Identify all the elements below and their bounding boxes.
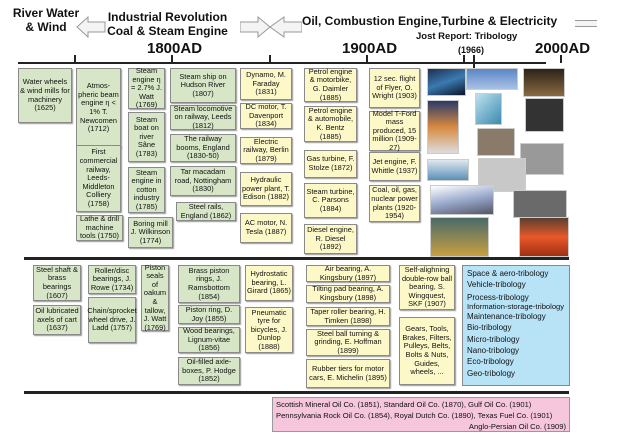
tribology-event-box: Steel ball turning & grinding, E. Hoffma…: [306, 329, 390, 356]
divider-line: [24, 391, 569, 394]
hard-disk-photo: [475, 93, 502, 125]
year-1900ad: 1900AD: [342, 40, 398, 57]
tribology-field: Space & aero-tribology: [467, 269, 549, 278]
event-box: Petrol engine & automobile, K. Bentz (18…: [304, 106, 357, 142]
tribology-field: Micro-tribology: [467, 334, 520, 344]
tribology-field: Geo-tribology: [467, 368, 516, 378]
oil-companies-line: Pennsylvania Rock Oil Co. (1854), Royal …: [276, 411, 553, 420]
tribology-event-box: Oil lubricated axels of cart (1637): [33, 305, 81, 335]
era-oil-combustion: Oil, Combustion Engine,Turbine & Electri…: [302, 14, 558, 28]
airplane-photo: [466, 68, 518, 90]
axis-tick: [269, 55, 271, 63]
event-box: Gas turbine, F. Stolze (1872): [304, 150, 357, 178]
jost-report-year: (1966): [458, 45, 485, 55]
axis-tick: [171, 55, 173, 63]
event-box: Steam engine η = 2.7% J. Watt (1769): [128, 66, 165, 109]
tribology-event-box: Hydrostatic bearing, L. Girard (1865): [245, 265, 293, 301]
event-box: First commercial railway, Leeds-Middleto…: [76, 145, 121, 212]
tribology-field: Bio-tribology: [467, 323, 512, 333]
tribology-field: Vehicle-tribology: [467, 280, 526, 290]
event-box: DC motor, T. Davenport (1834): [240, 102, 292, 129]
axis-tick: [560, 55, 562, 63]
axis-tick: [463, 55, 465, 63]
gear-mechanism-photo: [477, 128, 515, 156]
rocket-launch-photo: [427, 100, 459, 154]
event-box: Model T-Ford mass produced, 15 million (…: [369, 109, 420, 152]
tribology-field: Information-storage-tribology: [467, 301, 565, 311]
cruise-ship-photo: [430, 185, 494, 215]
event-box: Electric railway, Berlin (1879): [240, 137, 292, 164]
event-box: Steam locomotive on railway, Leeds (1812…: [170, 104, 236, 130]
year-2000ad: 2000AD: [535, 40, 591, 57]
event-box: 12 sec. flight of Flyer, O. Wright (1903…: [369, 68, 420, 108]
era-title: Industrial Revolution: [107, 10, 228, 24]
axis-tick: [74, 55, 76, 63]
event-box: Atmos-pheric beam engine η < 1% T. Newco…: [76, 68, 121, 148]
divider-line: [24, 257, 569, 260]
jost-report-label: Jost Report: Tribology: [416, 31, 518, 42]
tribology-field: Process-tribology: [467, 292, 529, 302]
engine-part-photo: [520, 143, 564, 175]
event-box: AC motor, N. Tesla (1887): [240, 213, 292, 243]
space-station-photo: [523, 68, 565, 97]
steel-mill-photo: [519, 217, 569, 257]
arrow-down-icon: [473, 55, 475, 69]
tribology-event-box: Oil-filled axle-boxes, P. Hodge (1852): [178, 357, 240, 385]
event-box: Hydraulic power plant, T. Edison (1882): [240, 172, 292, 206]
event-box: The railway booms, England (1830-50): [170, 134, 236, 162]
tribology-field: Eco-tribology: [467, 357, 514, 367]
tribology-field: Nano-tribology: [467, 346, 520, 356]
event-box: Dynamo, M. Faraday (1831): [240, 68, 292, 100]
tribology-event-box: Roller/disc bearings, J. Rowe (1734): [88, 265, 136, 294]
tribology-event-box: Air bearing, A. Kingsbury (1897): [306, 264, 390, 282]
event-box: Water wheels & wind mills for machinery …: [18, 68, 72, 123]
factory-robot-photo: [430, 217, 489, 257]
tribology-field: Maintenance-tribology: [467, 311, 546, 321]
tribology-event-box: Rubber tiers for motor cars, E. Michelin…: [306, 359, 390, 388]
tribology-event-box: Piston seals of oakum & tallow, J. Watt …: [141, 263, 169, 332]
arrows-converging-icon: [240, 16, 302, 38]
event-box: Tar macadam road, Nottingham (1830): [170, 166, 236, 196]
arrow-left-icon: [76, 16, 106, 38]
satellite-photo: [427, 68, 466, 96]
tribology-event-box: Brass piston rings, J. Ramsbottom (1854): [178, 265, 240, 303]
bullet-train-photo: [427, 159, 469, 181]
year-1800ad: 1800AD: [147, 40, 203, 57]
event-box: Steel rails, England (1862): [176, 202, 236, 221]
event-box: Diesel engine, R. Diesel (1892): [304, 224, 357, 254]
modern-tribology-fields: Space & aero-tribology Vehicle-tribology…: [462, 265, 570, 386]
axis-tick: [366, 55, 368, 63]
tribology-event-box: Piston ring, D. Joy (1855): [178, 305, 240, 324]
oil-companies-line: Anglo-Persian Oil Co. (1909): [468, 422, 566, 431]
timeline-axis: [18, 62, 546, 64]
arrow-tail-icon: [575, 20, 597, 27]
event-box: Coal, oil, gas, nuclear power plants (19…: [369, 185, 420, 222]
tribology-event-box: Pneumatic tyre for bicycles, J. Dunlop (…: [245, 307, 293, 353]
tribology-event-box: Tilting pad bearing, A. Kingsbury (1898): [306, 285, 390, 303]
event-box: Steam ship on Hudson River (1807): [170, 68, 236, 103]
tribology-event-box: Self-alighning double-row ball bearing, …: [399, 265, 455, 310]
era-river-water-wind: River Water & Wind: [12, 6, 80, 34]
camera-photo: [525, 98, 564, 132]
car-photo: [513, 190, 567, 218]
tribology-event-box: Wood bearings, Lignum-vitae (1856): [178, 326, 240, 353]
oil-companies-line: Scottish Mineral Oil Co. (1851), Standar…: [276, 400, 532, 409]
event-box: Steam engine in cotton industry (1785): [128, 167, 165, 213]
event-box: Petrol engine & motorbike, G. Daimler (1…: [304, 67, 357, 102]
event-box: Jet engine, F. Whittle (1937): [369, 152, 420, 181]
tribology-event-box: Chain/sprocket wheel drive, J. Ladd (175…: [87, 297, 137, 343]
tribology-event-box: Gears, Tools, Brakes, Filters, Pulleys, …: [399, 317, 455, 385]
era-subtitle: Coal & Steam Engine: [107, 24, 228, 38]
event-box: Steam turbine, C. Parsons (1884): [304, 183, 357, 218]
tribology-event-box: Taper roller bearing, H. Timken (1898): [306, 307, 390, 326]
oil-companies-box: Scottish Mineral Oil Co. (1851), Standar…: [272, 397, 570, 432]
event-box: Lathe & drill machine tools (1750): [76, 214, 123, 241]
event-box: Steam boat on river Sâne (1783): [128, 112, 165, 162]
tribology-event-box: Steel shaft & brass bearings (1607): [33, 265, 81, 301]
event-box: Boring mill J. Wilkinson (1774): [128, 217, 173, 248]
